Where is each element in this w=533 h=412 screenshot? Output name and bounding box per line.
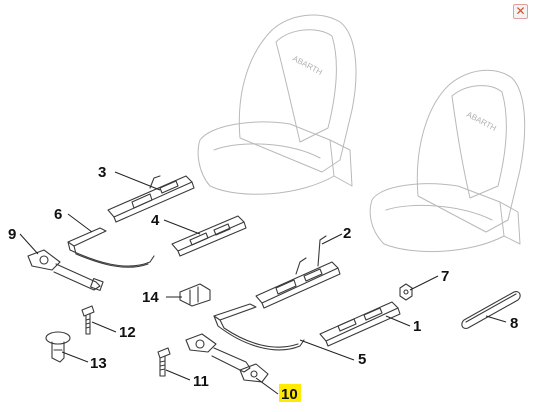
close-icon[interactable]: ✕ [513, 4, 528, 19]
part-14-knob [179, 283, 211, 307]
callout-10-highlight [279, 384, 301, 402]
part-13-clip [45, 331, 71, 363]
part-7-nut [399, 283, 413, 301]
callout-5[interactable]: 5 [358, 351, 366, 368]
seat-emblem-left: ABARTH [291, 54, 324, 77]
seat-ghost-left [197, 14, 357, 195]
part-11-screw [157, 347, 171, 377]
callout-3[interactable]: 3 [98, 164, 106, 181]
part-5-wire-frame [213, 303, 305, 351]
callout-6[interactable]: 6 [54, 206, 62, 223]
callout-8[interactable]: 8 [510, 315, 518, 332]
callout-12[interactable]: 12 [119, 324, 136, 341]
part-2-seat-rail [255, 235, 341, 309]
part-8-strip [461, 291, 521, 329]
callout-7[interactable]: 7 [441, 268, 449, 285]
callout-14[interactable]: 14 [142, 289, 159, 306]
seat-emblem-right: ABARTH [465, 110, 498, 133]
callout-4[interactable]: 4 [151, 212, 160, 229]
part-3-seat-rail [107, 175, 195, 223]
part-6-wire-frame [67, 227, 155, 268]
callout-11[interactable]: 11 [193, 373, 209, 390]
callout-13[interactable]: 13 [90, 355, 107, 372]
callout-10[interactable]: 10 [281, 386, 298, 403]
part-12-screw [81, 305, 95, 335]
seat-ghost-right [369, 69, 526, 253]
leader-lines [19, 171, 507, 395]
callout-labels: 3 4 6 9 2 7 1 8 5 14 12 13 11 10 [8, 164, 518, 403]
callout-1[interactable]: 1 [413, 318, 421, 335]
part-9-adjust-lever [27, 249, 104, 291]
callout-9[interactable]: 9 [8, 226, 16, 243]
part-1-seat-rail [319, 301, 401, 347]
callout-2[interactable]: 2 [343, 225, 351, 242]
part-10-adjust-lever [185, 333, 269, 383]
part-4-seat-rail [171, 215, 247, 257]
